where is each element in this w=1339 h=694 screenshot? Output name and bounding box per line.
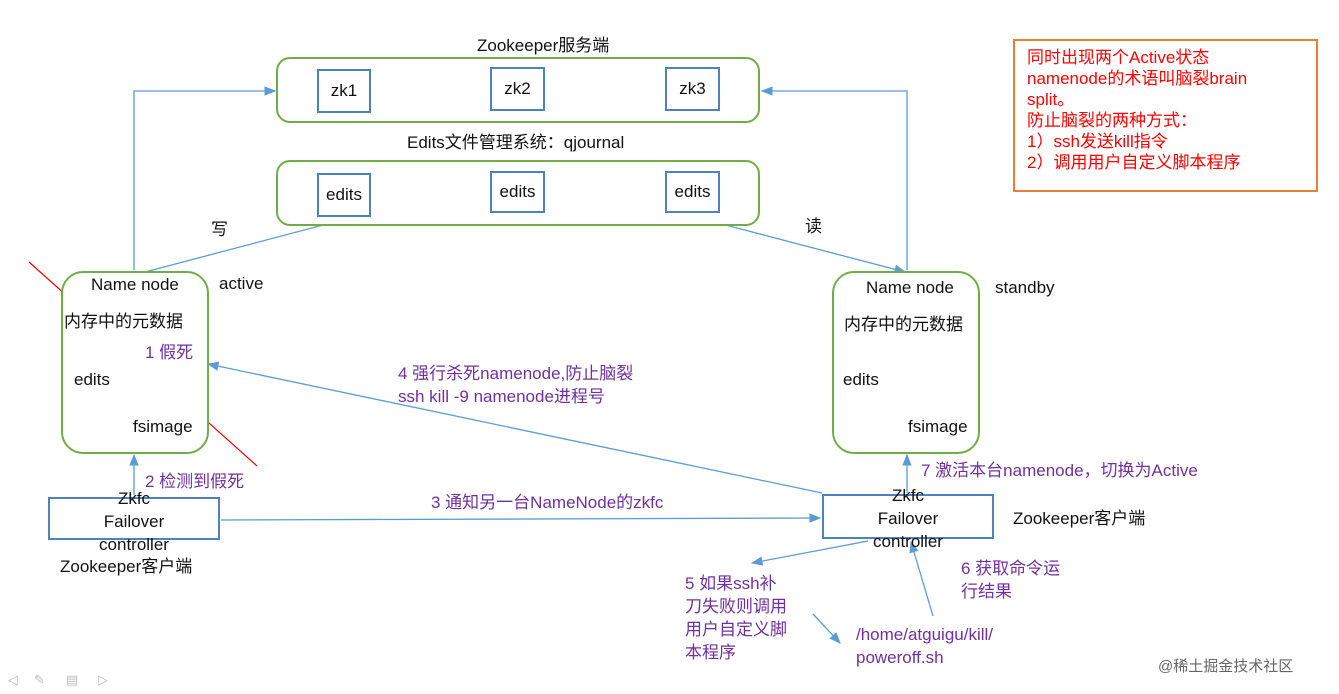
note-line6: 2）调用用户自定义脚本程序 — [1027, 153, 1241, 172]
step5-line2: 刀失败则调用 — [685, 597, 787, 616]
arrow-read — [694, 216, 907, 274]
right-namenode-memory: 内存中的元数据 — [844, 315, 963, 334]
step6-line1: 6 获取命令运 — [961, 559, 1061, 578]
note-line1: 同时出现两个Active状态 — [1027, 48, 1210, 67]
step3-label: 3 通知另一台NameNode的zkfc — [431, 493, 664, 512]
prev-slide-icon[interactable]: ◁ — [8, 672, 18, 687]
right-namenode-edits: edits — [843, 370, 879, 389]
pen-icon[interactable]: ✎ — [34, 672, 45, 687]
read-label: 读 — [805, 217, 822, 236]
arrow-call-script — [812, 613, 841, 644]
step4-line1: 4 强行杀死namenode,防止脑裂 — [398, 364, 634, 383]
arrow-result — [909, 540, 934, 617]
left-zkfc-line2: Failover — [103, 512, 165, 531]
left-zkfc — [48, 497, 220, 540]
right-zkfc — [822, 494, 994, 539]
script-path-line1: /home/atguigu/kill/ — [856, 625, 994, 644]
right-namenode-state: standby — [995, 278, 1055, 297]
arrow-notify — [220, 513, 822, 523]
right-namenode — [832, 271, 980, 454]
step6-line2: 行结果 — [961, 582, 1012, 601]
step5-line3: 用户自定义脚 — [685, 620, 787, 639]
left-namenode — [61, 271, 209, 454]
menu-icon[interactable]: ▤ — [66, 672, 79, 687]
step6-label: 6 获取命令运 行结果 — [961, 557, 1060, 603]
right-zkfc-line3: controller — [873, 532, 943, 551]
script-path: /home/atguigu/kill/ poweroff.sh — [856, 623, 993, 669]
edits-node-2: edits — [490, 171, 545, 213]
arrow-kill-namenode — [206, 361, 823, 494]
arrow-write — [144, 217, 348, 273]
write-label: 写 — [211, 220, 228, 239]
zk2-node: zk2 — [490, 67, 545, 111]
right-namenode-fsimage: fsimage — [908, 417, 968, 436]
step2-label: 2 检测到假死 — [145, 472, 245, 491]
right-zkfc-label: Zkfc Failover controller — [822, 484, 994, 553]
note-line4: 防止脑裂的两种方式： — [1027, 111, 1197, 130]
right-zkfc-caption: Zookeeper客户端 — [1013, 509, 1146, 528]
zk1-node: zk1 — [317, 69, 371, 113]
right-zkfc-line1: Zkfc — [891, 486, 925, 505]
brain-split-note: 同时出现两个Active状态 namenode的术语叫脑裂brain split… — [1013, 39, 1318, 192]
step5-line1: 5 如果ssh补 — [685, 574, 777, 593]
step7-label: 7 激活本台namenode，切换为Active — [921, 461, 1198, 480]
left-zkfc-line3: controller — [99, 535, 169, 554]
script-path-line2: poweroff.sh — [856, 648, 944, 667]
next-slide-icon[interactable]: ▷ — [98, 672, 108, 687]
left-namenode-edits: edits — [74, 370, 110, 389]
right-namenode-title: Name node — [866, 278, 954, 297]
step5-line4: 本程序 — [685, 643, 736, 662]
left-zkfc-line1: Zkfc — [117, 489, 151, 508]
note-line3: split。 — [1027, 90, 1075, 109]
note-line5: 1）ssh发送kill指令 — [1027, 132, 1168, 151]
arrow-left-namenode-to-zookeeper — [133, 86, 277, 270]
step4-line2: ssh kill -9 namenode进程号 — [398, 387, 605, 406]
zk3-node: zk3 — [665, 67, 720, 111]
right-zkfc-line2: Failover — [877, 509, 939, 528]
watermark: @稀土掘金技术社区 — [1158, 658, 1294, 675]
qjournal-title: Edits文件管理系统：qjournal — [407, 133, 625, 152]
left-zkfc-label: Zkfc Failover controller — [48, 487, 220, 556]
arrow-fallback — [750, 540, 869, 566]
left-namenode-title: Name node — [91, 275, 179, 294]
edits-node-3: edits — [665, 171, 720, 213]
edits-node-1: edits — [317, 173, 371, 217]
left-namenode-fsimage: fsimage — [133, 417, 193, 436]
left-namenode-state: active — [219, 274, 264, 293]
left-zkfc-caption: Zookeeper客户端 — [60, 557, 193, 576]
step1-label: 1 假死 — [145, 343, 194, 362]
zookeeper-server-title: Zookeeper服务端 — [477, 36, 610, 55]
left-namenode-memory: 内存中的元数据 — [64, 312, 183, 331]
note-line2: namenode的术语叫脑裂brain — [1027, 69, 1248, 88]
arrow-right-namenode-to-zookeeper — [760, 86, 908, 270]
step5-label: 5 如果ssh补 刀失败则调用 用户自定义脚 本程序 — [685, 572, 787, 664]
